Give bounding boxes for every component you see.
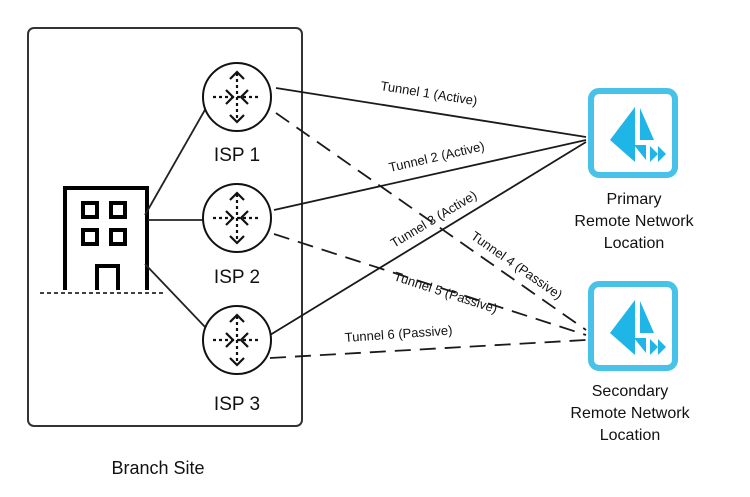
secondary-label-line-2: Remote Network (570, 405, 690, 422)
primary-label-line-3: Location (604, 235, 665, 252)
primary-label-line-1: Primary (606, 191, 661, 208)
isp-2-label: ISP 2 (214, 267, 260, 288)
link-building-isp1 (144, 107, 207, 216)
link-building-isp3 (144, 263, 207, 329)
isp-1-label: ISP 1 (214, 145, 260, 166)
tunnel-4-label: Tunnel 4 (Passive) (468, 228, 565, 302)
tunnel-6-label: Tunnel 6 (Passive) (344, 323, 453, 345)
tunnel-3-line (269, 141, 587, 336)
tunnel-3-label: Tunnel 3 (Active) (388, 187, 480, 250)
tunnel-2-label: Tunnel 2 (Active) (387, 138, 486, 175)
secondary-label-line-3: Location (600, 427, 661, 444)
tunnel-5-label: Tunnel 5 (Passive) (392, 269, 499, 317)
isp-2-router-icon (201, 182, 273, 254)
isp-1-router-icon (201, 61, 273, 133)
secondary-label-line-1: Secondary (592, 383, 669, 400)
isp-3-router-icon (201, 304, 273, 376)
tunnel-1-line (275, 87, 587, 138)
tunnel-2-line (273, 139, 587, 211)
primary-location-icon (591, 91, 675, 175)
isp-3-label: ISP 3 (214, 394, 260, 415)
building-icon (63, 186, 149, 290)
tunnel-6-line (269, 339, 587, 359)
tunnel-5-line (273, 233, 587, 336)
branch-site-label: Branch Site (111, 458, 204, 478)
branch-site-box (27, 27, 303, 427)
primary-label-line-2: Remote Network (574, 213, 694, 230)
tunnel-1-label: Tunnel 1 (Active) (380, 78, 479, 108)
secondary-location-icon (591, 284, 675, 368)
tunnel-4-line (275, 112, 587, 331)
